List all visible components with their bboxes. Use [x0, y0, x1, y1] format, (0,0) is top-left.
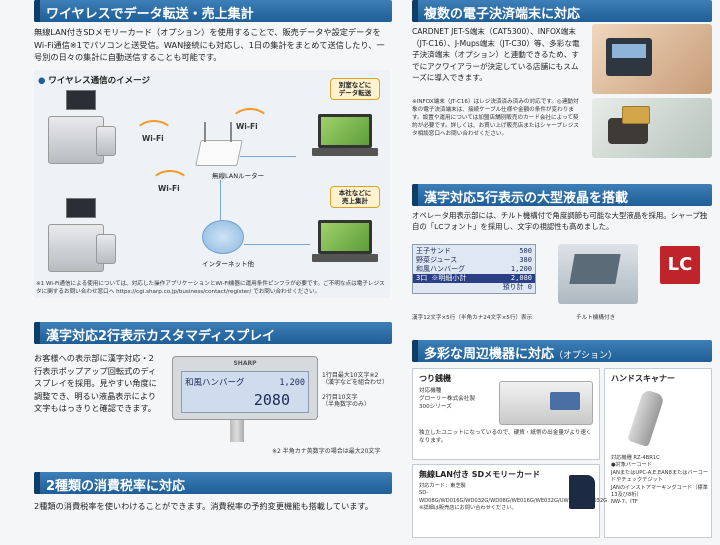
tax-body: 2種類の消費税率を使いわけることができます。消費税率の予約変更機能も搭載していま…: [34, 501, 374, 511]
tilt-photo: [558, 244, 638, 304]
change-machine-card: つり銭機 対応機種 グローリー株式会社製 300シリーズ 独立したユニットになっ…: [412, 368, 600, 460]
wireless-note: ※1 Wi-Fi通信による使用については、対応した操作アプリケーションとWi-F…: [36, 281, 385, 295]
display2-body: お客様への表示部に漢字対応・2行表示ポップアップ回転式のディスプレイを採用。見や…: [34, 353, 157, 414]
tax-header: 2種類の消費税率に対応: [34, 472, 392, 494]
customer-lcd: 和風ハンバーグ 1,200 2080: [181, 371, 309, 413]
peripherals-title-sub: （オプション）: [554, 351, 618, 361]
payment-title: 複数の電子決済端末に対応: [424, 7, 581, 22]
change-machine-note: 独立したユニットになっているので、硬貨・紙幣の出金量がより速くなります。: [419, 430, 592, 444]
lcd-row-item: 王子サンド: [416, 247, 451, 255]
display2-title: 漢字対応2行表示カスタマディスプレイ: [46, 329, 276, 344]
lcd-row-price: 2,080: [510, 274, 532, 282]
lcd5-title: 漢字対応5行表示の大型液晶を搭載: [424, 191, 629, 206]
link-line-3: [244, 244, 310, 245]
annotation-line-1: 1行目最大10文字※2 （漢字などを組合わせ）: [322, 372, 389, 386]
lcd-line-1-item: 和風ハンバーグ: [185, 378, 245, 388]
scanner-card: ハンドスキャナー 対応機種 RZ-4BR1C ●対象バーコード JANまたはUP…: [604, 368, 712, 538]
change-machine-icon: [499, 381, 593, 425]
bullet-icon: ●: [38, 76, 46, 86]
lcd-row-price: 1,200: [510, 265, 532, 273]
wireless-body: 無線LAN付きSDメモリーカード（オプション）を使用することで、販売データや設定…: [34, 27, 385, 63]
lcd-row-price: 預り計 0: [502, 283, 532, 291]
lcd-row-item: 野菜ジュース: [416, 256, 458, 264]
lc-font-logo: LC: [660, 246, 700, 284]
sd-card-body: 対応カード：東芝製 SD-WD08G/WD016G/WD032G/WD08G/W…: [419, 483, 608, 512]
payment-terminal-photo: [592, 24, 712, 94]
router-label: 無線LANルーター: [212, 172, 265, 180]
lcd-row-price: 500: [519, 247, 532, 255]
lcd-row-price: 380: [519, 256, 532, 264]
register-2-display: [66, 198, 96, 218]
register-2: [48, 224, 104, 272]
wireless-diagram: ● ワイヤレス通信のイメージ Wi-Fi Wi-Fi Wi-Fi 無線LANルー…: [34, 70, 390, 298]
router-icon: [195, 140, 243, 166]
ic-reader-photo: [592, 98, 712, 158]
lcd5-header: 漢字対応5行表示の大型液晶を搭載: [412, 184, 712, 206]
router-antenna-1: [204, 122, 206, 142]
display-stand: [230, 420, 244, 442]
lcd-line-1-price: 1,200: [279, 378, 305, 388]
terminal-screen: [612, 44, 646, 58]
lcd-line-2-total: 2080: [253, 391, 290, 409]
hand-scanner-icon: [627, 388, 665, 448]
scanner-body: 対応機種 RZ-4BR1C ●対象バーコード JANまたはUPC-A,E,EAN…: [611, 455, 709, 506]
wifi-label-2: Wi-Fi: [236, 122, 258, 131]
wifi-label-1: Wi-Fi: [142, 134, 164, 143]
sd-card-title: 無線LAN付き SDメモリーカード: [419, 470, 541, 479]
lcd-row-item: 3口 ※明細小計: [416, 274, 467, 282]
bubble-data-transfer: 別室などに データ転送: [330, 78, 380, 100]
display2-note: ※2 半角カナ英数字の場合は最大20文字: [272, 448, 381, 455]
peripherals-title: 多彩な周辺機器に対応: [424, 347, 555, 362]
wifi-arc-3: [150, 170, 190, 200]
wifi-arc-1: [134, 120, 174, 150]
laptop-1-icon: [312, 114, 378, 158]
change-machine-body: 対応機種 グローリー株式会社製 300シリーズ: [419, 388, 475, 410]
wifi-arc-2: [230, 108, 270, 138]
wifi-label-3: Wi-Fi: [158, 184, 180, 193]
display2-header: 漢字対応2行表示カスタマディスプレイ: [34, 322, 392, 344]
change-machine-title: つり銭機: [419, 374, 451, 383]
sd-card-icon: [569, 475, 595, 509]
lcd5-caption-2: チルト機構付き: [576, 315, 616, 321]
peripherals-header: 多彩な周辺機器に対応（オプション）: [412, 340, 712, 362]
lcd5-body: オペレータ用表示部には、チルト機構付で角度調節も可能な大型液晶を採用。シャープ独…: [412, 211, 708, 232]
card-icon: [622, 106, 650, 124]
link-line-1: [240, 156, 296, 157]
wireless-header: ワイヤレスでデータ転送・売上集計: [34, 0, 392, 22]
lcd-row: 預り計 0: [413, 283, 535, 292]
router-antenna-2: [230, 122, 232, 142]
change-machine-panel: [550, 392, 580, 410]
lcd5-caption-1: 漢字12文字×5行（半角カナ24文字×5行）表示: [412, 315, 533, 321]
annotation-line-2: 2行目10文字 （半角数字のみ）: [322, 394, 371, 408]
lcd-row: 王子サンド 500: [413, 247, 535, 256]
laptop-2-icon: [312, 220, 378, 264]
tax-title: 2種類の消費税率に対応: [46, 479, 186, 494]
internet-globe-icon: [202, 220, 244, 254]
wireless-title: ワイヤレスでデータ転送・売上集計: [46, 7, 254, 22]
lcd-row: 和風ハンバーグ 1,200: [413, 265, 535, 274]
lcd-row: 野菜ジュース 380: [413, 256, 535, 265]
customer-display: SHARP 和風ハンバーグ 1,200 2080: [172, 356, 318, 420]
payment-header: 複数の電子決済端末に対応: [412, 0, 712, 22]
register-1-display: [66, 90, 96, 110]
register-1: [48, 116, 104, 164]
operator-lcd: 王子サンド 500 野菜ジュース 380 和風ハンバーグ 1,200 3口 ※明細小計 2,0…: [412, 244, 536, 294]
display-brand: SHARP: [233, 360, 257, 367]
scanner-title: ハンドスキャナー: [611, 374, 675, 383]
payment-body: CARDNET JET-S端末（CAT5300）、INFOX端末（JT-C16）…: [412, 27, 580, 83]
bubble-sales-total: 本社などに 売上集計: [330, 186, 380, 208]
wireless-diagram-title: ● ワイヤレス通信のイメージ: [38, 76, 150, 86]
link-line-2: [220, 180, 221, 232]
sd-card-card: 無線LAN付き SDメモリーカード 対応カード：東芝製 SD-WD08G/WD0…: [412, 464, 608, 538]
lcd-row-item: 和風ハンバーグ: [416, 265, 465, 273]
tilt-screen-icon: [569, 254, 621, 284]
payment-note: ※INFOX端末（JT-C16）はレジ決済済み済みの対応です。◎連動対象の電子決…: [412, 99, 579, 137]
lcd-row: 3口 ※明細小計 2,080: [413, 274, 535, 283]
register-2-printer: [96, 234, 116, 264]
internet-label: インターネット他: [202, 260, 254, 268]
register-1-printer: [96, 126, 116, 156]
